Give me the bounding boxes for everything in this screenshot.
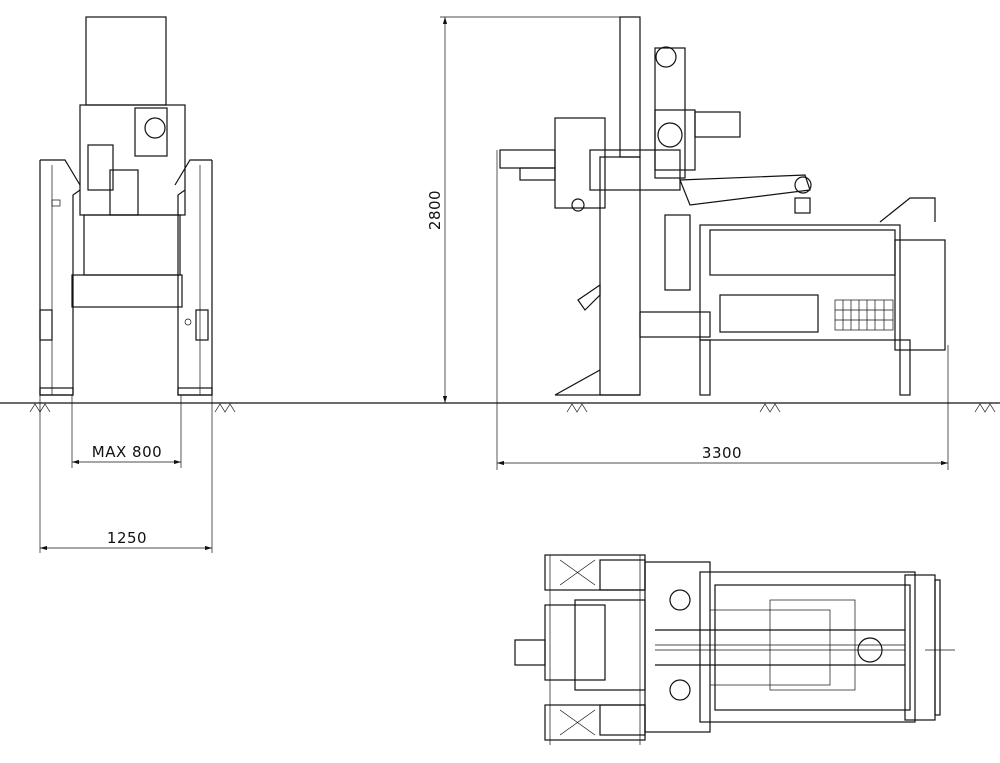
dim-label-1250: 1250 bbox=[107, 529, 147, 547]
dimension-max-800: MAX 800 bbox=[71, 395, 182, 468]
side-view bbox=[499, 16, 946, 396]
ground-line bbox=[0, 402, 1000, 413]
dim-label-max-800: MAX 800 bbox=[92, 443, 162, 461]
button-grid bbox=[834, 299, 894, 331]
plan-view bbox=[514, 554, 955, 745]
dimension-1250: 1250 bbox=[39, 395, 213, 553]
dim-label-3300: 3300 bbox=[702, 444, 742, 462]
dimension-3300: 3300 bbox=[496, 150, 949, 470]
dim-label-2800: 2800 bbox=[426, 190, 444, 230]
front-view bbox=[39, 16, 213, 396]
dimension-2800: 2800 bbox=[426, 16, 620, 403]
